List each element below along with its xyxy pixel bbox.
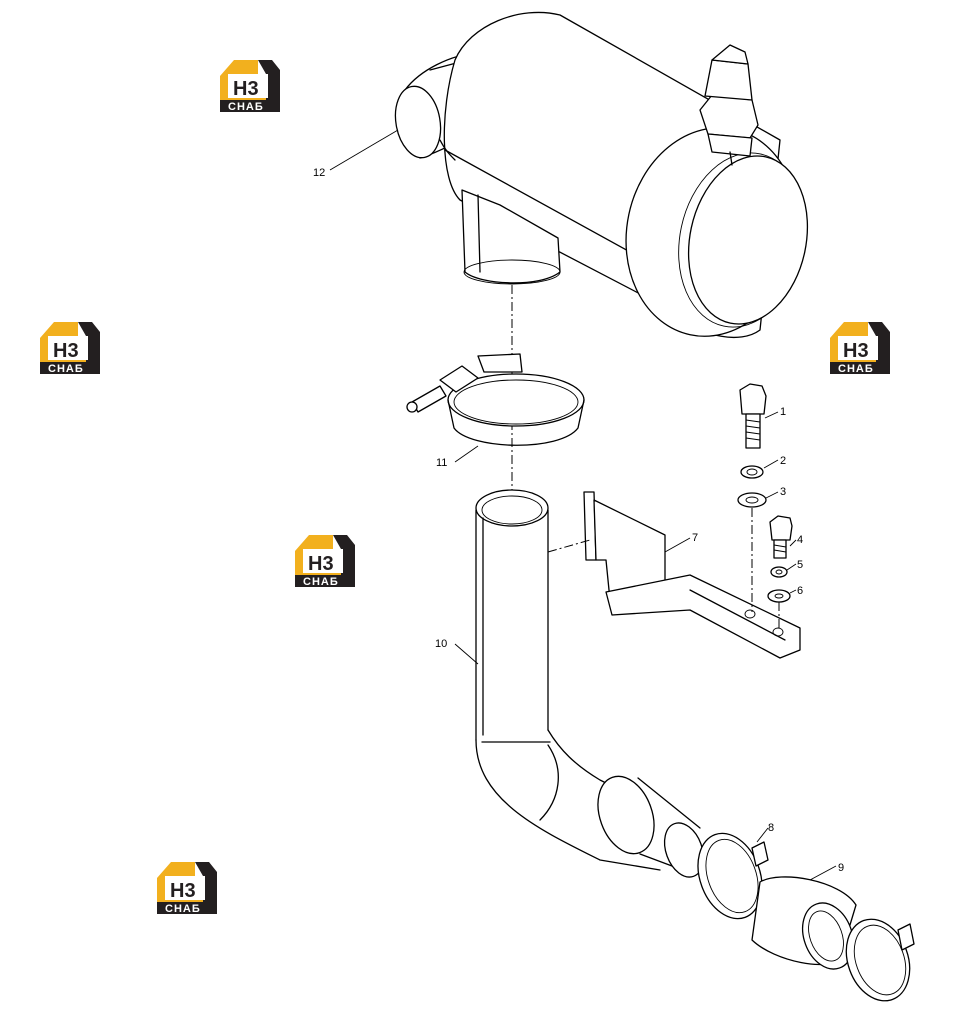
callout-8: 8 bbox=[768, 822, 774, 834]
callout-5: 5 bbox=[797, 559, 803, 571]
callouts: 1 2 3 4 5 6 7 8 9 10 11 12 bbox=[313, 167, 844, 874]
callout-3: 3 bbox=[780, 486, 786, 498]
hose-clamp-8 bbox=[697, 832, 769, 920]
watermark-logo: Н3 СНАБ bbox=[157, 862, 217, 915]
svg-text:Н3: Н3 bbox=[170, 880, 196, 902]
svg-text:СНАБ: СНАБ bbox=[228, 101, 264, 113]
watermark-logo: Н3 СНАБ bbox=[220, 60, 280, 113]
bolt-4 bbox=[769, 515, 793, 559]
hose-clamp-end bbox=[845, 918, 915, 1002]
callout-2: 2 bbox=[780, 455, 786, 467]
washer-5 bbox=[770, 566, 788, 578]
svg-text:Н3: Н3 bbox=[308, 553, 334, 575]
washer-2 bbox=[740, 465, 764, 479]
callout-1: 1 bbox=[780, 406, 786, 418]
svg-text:Н3: Н3 bbox=[233, 78, 259, 100]
callout-10: 10 bbox=[435, 638, 447, 650]
air-cleaner-housing bbox=[394, 11, 809, 338]
watermark-logo: Н3 СНАБ bbox=[830, 322, 890, 375]
svg-text:СНАБ: СНАБ bbox=[165, 903, 201, 915]
svg-text:СНАБ: СНАБ bbox=[838, 363, 874, 375]
hose-9 bbox=[751, 876, 857, 970]
washer-3 bbox=[737, 492, 767, 508]
watermark-logo: Н3 СНАБ bbox=[40, 322, 100, 375]
washer-6 bbox=[767, 589, 791, 603]
callout-4: 4 bbox=[797, 534, 803, 546]
callout-9: 9 bbox=[838, 862, 844, 874]
svg-text:Н3: Н3 bbox=[843, 340, 869, 362]
intake-tube bbox=[475, 489, 705, 878]
svg-text:СНАБ: СНАБ bbox=[303, 576, 339, 588]
clamp-11 bbox=[406, 353, 585, 446]
callout-11: 11 bbox=[436, 457, 447, 469]
callout-7: 7 bbox=[692, 532, 698, 544]
mounting-bracket bbox=[583, 491, 801, 659]
bolt-1 bbox=[739, 383, 767, 449]
svg-text:СНАБ: СНАБ bbox=[48, 363, 84, 375]
watermark-logo: Н3 СНАБ bbox=[295, 535, 355, 588]
leader-lines bbox=[329, 129, 837, 881]
callout-12: 12 bbox=[313, 167, 325, 179]
svg-text:Н3: Н3 bbox=[53, 340, 79, 362]
callout-6: 6 bbox=[797, 585, 803, 597]
bracket-center-line bbox=[547, 539, 591, 553]
